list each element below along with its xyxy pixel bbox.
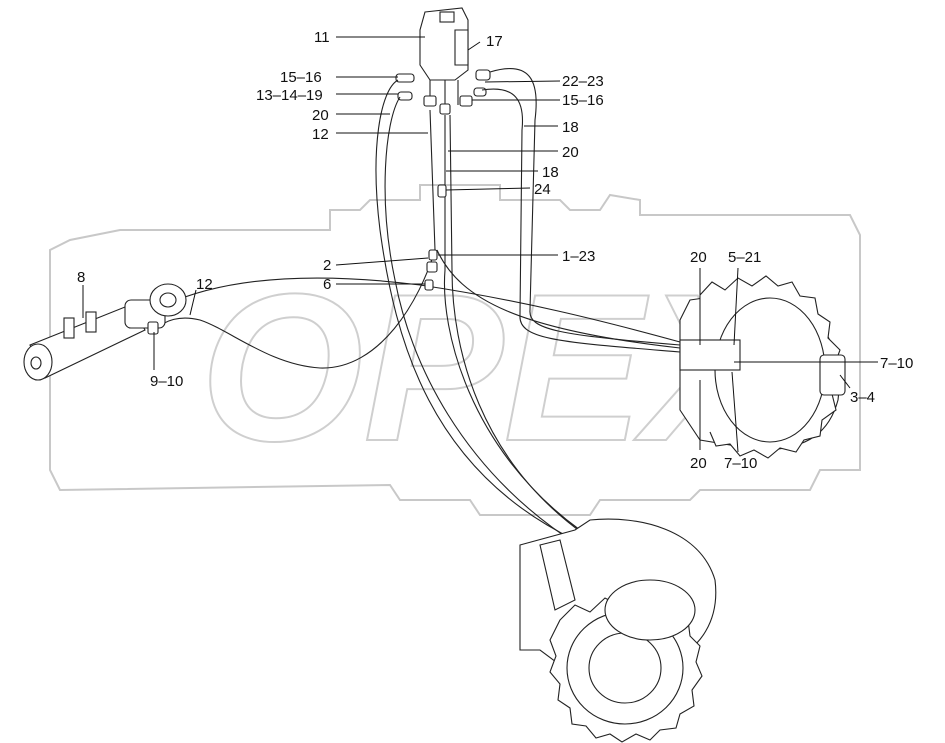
- callout-20-b: 20: [562, 144, 579, 161]
- callout-11: 11: [314, 29, 330, 46]
- travel-motor-bottom: [519, 518, 717, 743]
- callout-20-a: 20: [312, 107, 329, 124]
- travel-motor-right: [679, 275, 846, 459]
- callout-1-23: 1–23: [562, 248, 595, 265]
- callout-12-b: 12: [196, 276, 213, 293]
- callout-20-d: 20: [690, 455, 707, 472]
- valve-fittings: [395, 69, 491, 115]
- callout-15-16-b: 15–16: [562, 92, 604, 109]
- inline-fittings: [424, 184, 447, 291]
- control-valve: [419, 7, 469, 110]
- callout-3-4: 3–4: [850, 389, 875, 406]
- callout-9-10: 9–10: [150, 373, 183, 390]
- callout-15-16-a: 15–16: [280, 69, 322, 86]
- hydraulic-cylinder: [23, 283, 187, 381]
- callout-2: 2: [323, 257, 331, 274]
- callout-5-21: 5–21: [728, 249, 761, 266]
- callout-12-a: 12: [312, 126, 329, 143]
- callout-labels: 11 17 15–16 22–23 13–14–19 15–16 20 18 1…: [77, 29, 913, 472]
- callout-8: 8: [77, 269, 85, 286]
- callout-17: 17: [486, 33, 503, 50]
- callout-6: 6: [323, 276, 331, 293]
- callout-7-10-b: 7–10: [724, 455, 757, 472]
- callout-20-c: 20: [690, 249, 707, 266]
- hoses: [154, 68, 681, 546]
- callout-7-10-a: 7–10: [880, 355, 913, 372]
- callout-18-b: 18: [542, 164, 559, 181]
- callout-13-14-19: 13–14–19: [256, 87, 323, 104]
- watermark-gear: [49, 184, 861, 516]
- callout-22-23: 22–23: [562, 73, 604, 90]
- callout-18-a: 18: [562, 119, 579, 136]
- leader-lines: [82, 36, 878, 453]
- callout-24: 24: [534, 181, 551, 198]
